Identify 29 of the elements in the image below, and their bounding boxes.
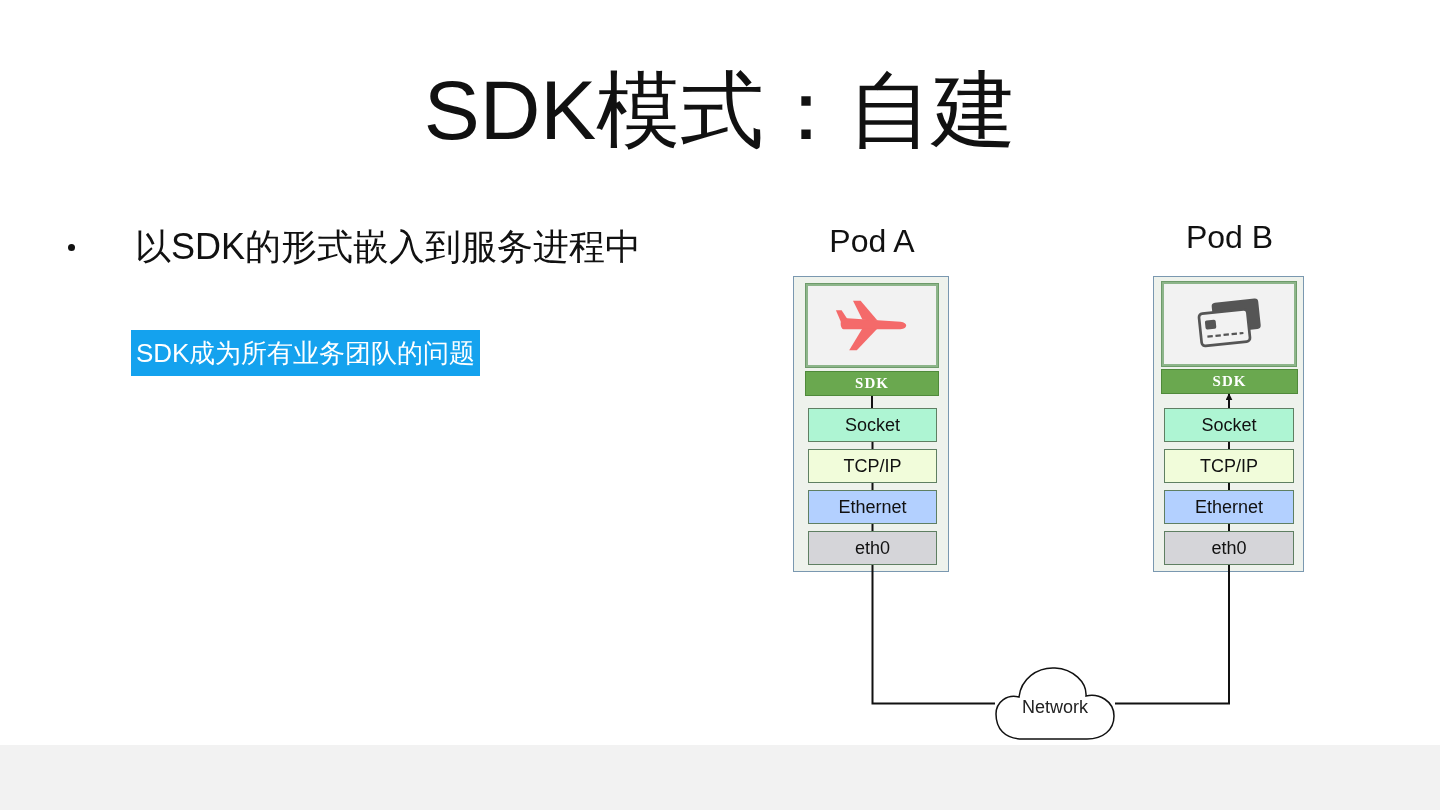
app-panel: [1162, 282, 1296, 366]
pod-title: Pod A: [828, 222, 916, 261]
network-cloud: [995, 666, 1115, 741]
protocol-layer-box: Ethernet: [808, 490, 937, 524]
connector-line: [871, 564, 996, 705]
protocol-layer-box: Socket: [1164, 408, 1294, 442]
connector-line: [871, 482, 874, 491]
protocol-layer-box: TCP/IP: [1164, 449, 1294, 483]
protocol-layer-box: Socket: [808, 408, 937, 442]
pod-title: Pod B: [1184, 218, 1275, 257]
protocol-layer-box: TCP/IP: [808, 449, 937, 483]
connector-line: [1228, 482, 1230, 491]
connector-line: [871, 523, 874, 532]
connector-line: [1228, 523, 1230, 532]
arrow: [1225, 393, 1233, 409]
protocol-layer-box: eth0: [808, 531, 937, 565]
connector-line: [871, 441, 874, 450]
connector-line: [1114, 564, 1230, 705]
slide-title: SDK模式：自建: [422, 62, 1018, 159]
highlighted-note: SDK成为所有业务团队的问题: [131, 330, 481, 376]
protocol-layer-box: eth0: [1164, 531, 1294, 565]
cloud-label: Network: [1022, 697, 1088, 718]
connector-line: [1228, 441, 1230, 450]
protocol-layer-box: Ethernet: [1164, 490, 1294, 524]
sdk-bar: SDK: [805, 371, 939, 396]
bullet-text: 以SDK的形式嵌入到服务进程中: [135, 225, 642, 269]
connector-line: [871, 395, 873, 409]
sdk-bar: SDK: [1161, 369, 1298, 394]
app-panel: [806, 284, 938, 367]
